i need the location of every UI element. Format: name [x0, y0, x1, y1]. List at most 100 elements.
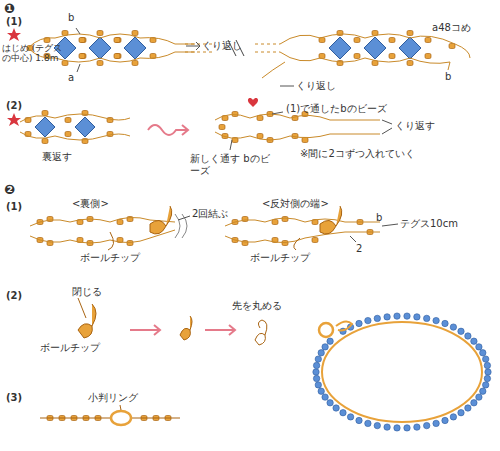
bracelet: [319, 321, 482, 422]
bead-group: [25, 31, 491, 432]
heart-mark: [248, 98, 258, 107]
label: ※間に2コずつ入れていく: [300, 148, 415, 160]
thread: [28, 28, 470, 78]
bracelet-bead: [318, 350, 324, 356]
label: ボールチップ: [250, 252, 310, 264]
bracelet-bead: [384, 314, 390, 320]
bracelet-bead: [433, 420, 439, 426]
label: (1): [6, 16, 22, 28]
leader: [178, 216, 190, 220]
ball-tip: [78, 304, 96, 338]
bracelet-wire: [322, 322, 482, 422]
bracelet-bead: [313, 362, 319, 368]
label: (1)で通したbのビーズ: [286, 103, 387, 115]
seed-bead: [79, 54, 85, 59]
bracelet-bead: [404, 425, 410, 431]
bracelet-bead: [318, 388, 324, 394]
bracelet-bead: [414, 424, 420, 430]
leader: [230, 140, 232, 150]
bracelet-bead: [465, 333, 471, 339]
seed-bead: [97, 31, 103, 36]
seed-bead: [219, 125, 225, 130]
seed-bead: [292, 134, 298, 139]
leader: [262, 62, 285, 78]
label: 2回結ぶ: [192, 208, 228, 220]
seed-bead: [115, 54, 121, 59]
bracelet-bead: [450, 414, 456, 420]
seed-bead: [354, 38, 360, 43]
bracelet-bead: [414, 314, 420, 320]
label: くり返す: [395, 120, 435, 132]
ball-tip: [255, 320, 267, 345]
label: ボールチップ: [40, 342, 100, 354]
bicone-bead: [399, 37, 421, 59]
clasp-hook: [336, 321, 352, 330]
seed-bead: [80, 54, 86, 59]
thread: [20, 112, 392, 150]
bracelet-bead: [404, 313, 410, 319]
bracelet-bead: [480, 350, 486, 356]
seed-bead: [97, 61, 103, 66]
label: 2: [356, 243, 362, 255]
bracelet-bead: [484, 362, 490, 368]
label: <裏側>: [72, 198, 109, 210]
seed-bead: [302, 138, 308, 143]
bracelet-bead: [424, 315, 430, 321]
label: (2): [6, 290, 22, 302]
seed-bead: [282, 217, 288, 222]
bracelet-bead: [322, 394, 328, 400]
bracelet-bead: [480, 388, 486, 394]
thread: [215, 114, 380, 120]
label: b: [68, 12, 74, 24]
seed-bead: [425, 38, 431, 43]
label: テグス10cm: [400, 218, 458, 230]
bracelet-bead: [313, 369, 319, 375]
label: b: [376, 212, 382, 224]
bracelet-bead: [471, 338, 477, 344]
label: a48コめ: [432, 22, 471, 34]
seed-bead: [389, 54, 395, 59]
bracelet-bead: [485, 369, 491, 375]
label: ❷: [4, 183, 15, 198]
label: (3): [6, 392, 22, 404]
seed-bead: [114, 38, 120, 43]
bracelet-bead: [356, 417, 362, 423]
seed-bead: [80, 38, 86, 43]
seed-bead: [117, 220, 123, 225]
label: 新しく通す bのビーズ: [190, 153, 270, 176]
bracelet-bead: [394, 425, 400, 431]
thread: [280, 34, 470, 58]
start-star: [7, 28, 21, 41]
thread: [20, 114, 130, 122]
bracelet-bead: [340, 410, 346, 416]
leader: [272, 112, 283, 114]
ball-tip: [180, 316, 192, 340]
ball-tip: [320, 206, 342, 234]
label: 先を丸める: [232, 300, 282, 312]
clasp-ring: [319, 323, 333, 337]
thread: [20, 132, 130, 140]
bracelet-bead: [356, 320, 362, 326]
label: b: [445, 71, 451, 83]
oval-ring: [111, 411, 131, 425]
label: 裏返す: [42, 151, 72, 163]
seed-bead: [42, 139, 48, 144]
bracelet-bead: [465, 405, 471, 411]
arrow-symbol: [382, 120, 392, 134]
bicone-bead: [35, 117, 55, 137]
bracelet-bead: [471, 400, 477, 406]
label: (1): [6, 201, 22, 213]
thread: [225, 232, 380, 243]
label: くり返し: [202, 40, 242, 52]
bicone-bead: [75, 117, 95, 137]
seed-bead: [312, 238, 318, 243]
label: 小判リング: [88, 392, 138, 404]
thread-dashed: [255, 44, 280, 52]
arrow-symbol: [280, 86, 294, 87]
step-arrow: [130, 325, 235, 335]
bracelet-bead: [365, 420, 371, 426]
label: 閉じる: [72, 286, 102, 298]
bracelet-bead: [442, 320, 448, 326]
bracelet-bead: [442, 417, 448, 423]
